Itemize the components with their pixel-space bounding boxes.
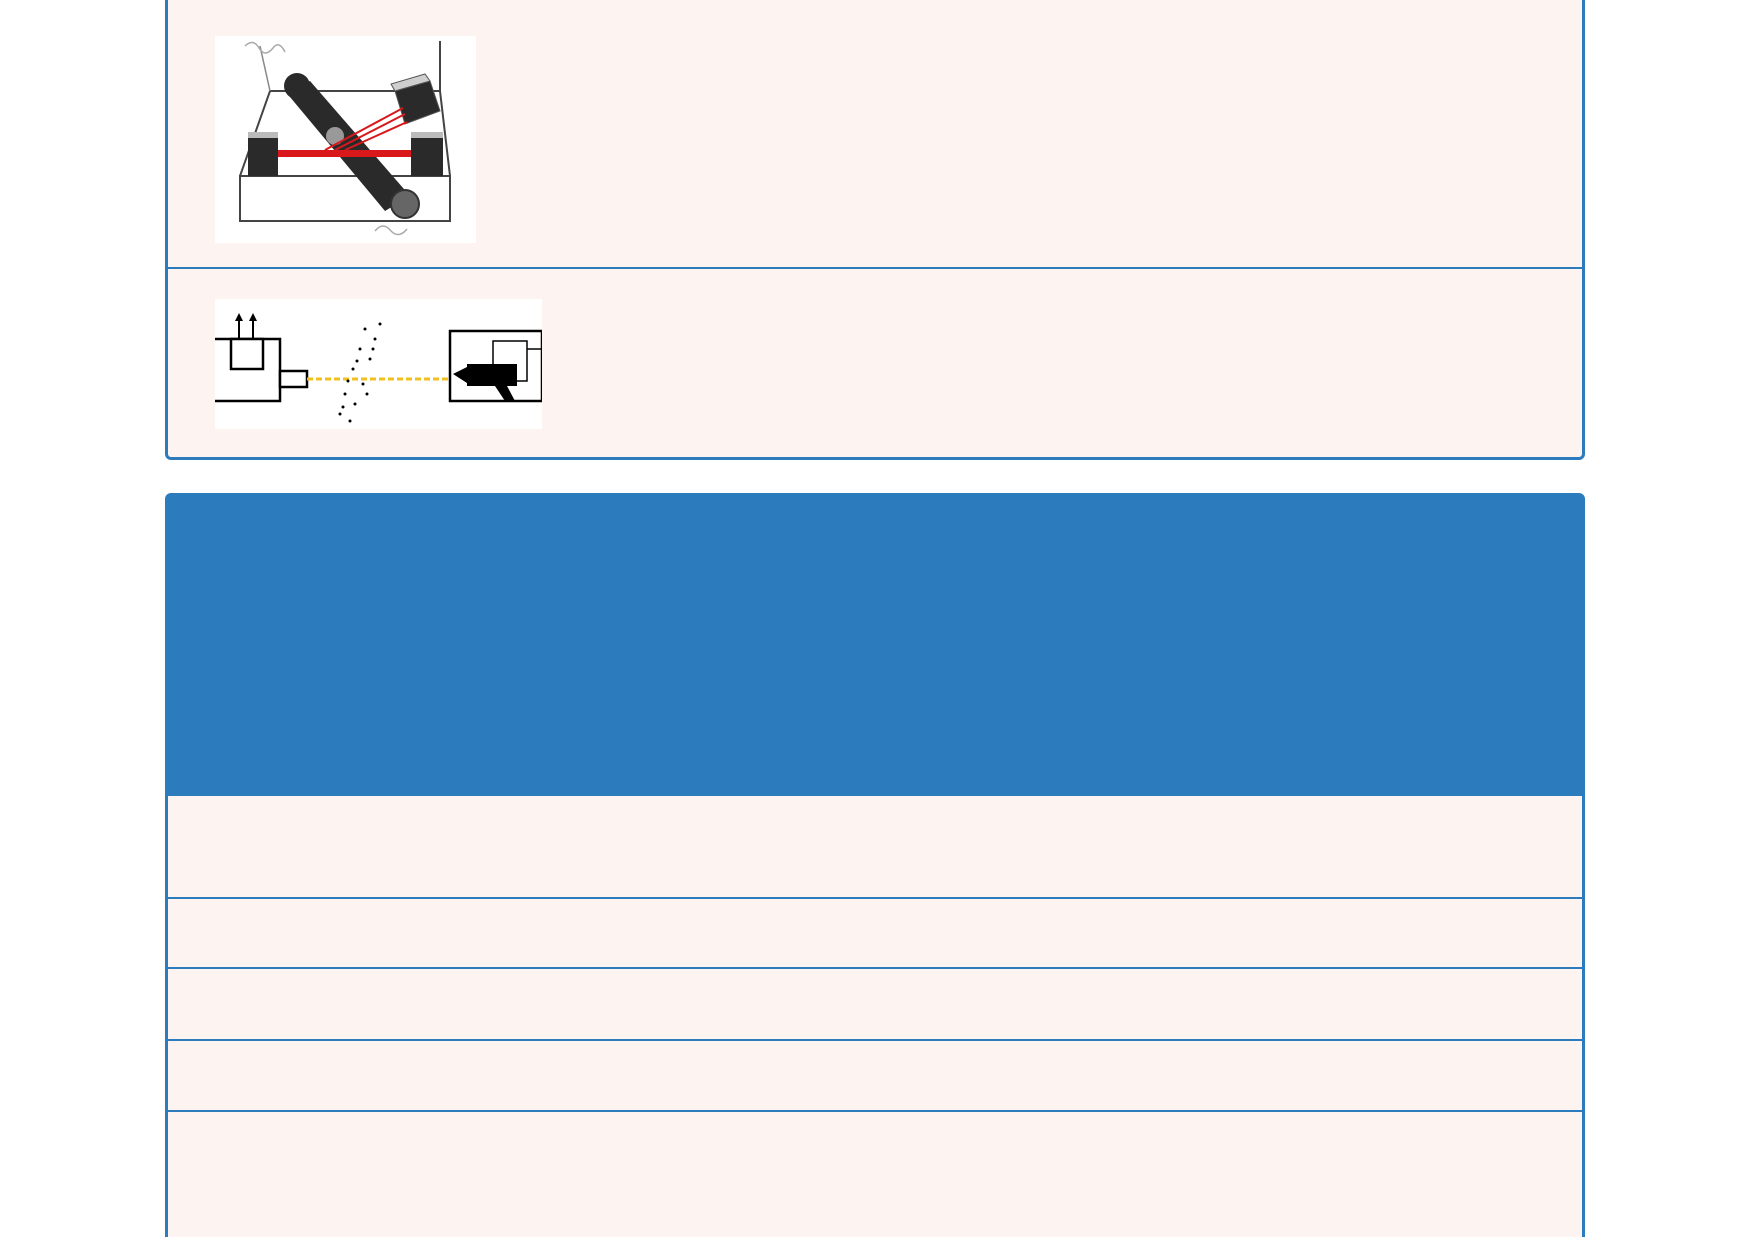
- table-row: [168, 796, 1582, 897]
- table-row: [168, 0, 1582, 267]
- table-row: [168, 1110, 1582, 1237]
- beam-sensor-diagram: [215, 313, 542, 423]
- table-header: [168, 496, 1582, 796]
- table-row: [168, 897, 1582, 967]
- scanner-diagram-image: [215, 36, 476, 243]
- table-row: [168, 267, 1582, 460]
- beam-sensor-diagram-image: [215, 299, 542, 429]
- table-row: [168, 967, 1582, 1039]
- data-table: [165, 493, 1585, 1237]
- table-row: [168, 1039, 1582, 1110]
- figures-table: [165, 0, 1585, 460]
- scanner-diagram: [239, 41, 451, 236]
